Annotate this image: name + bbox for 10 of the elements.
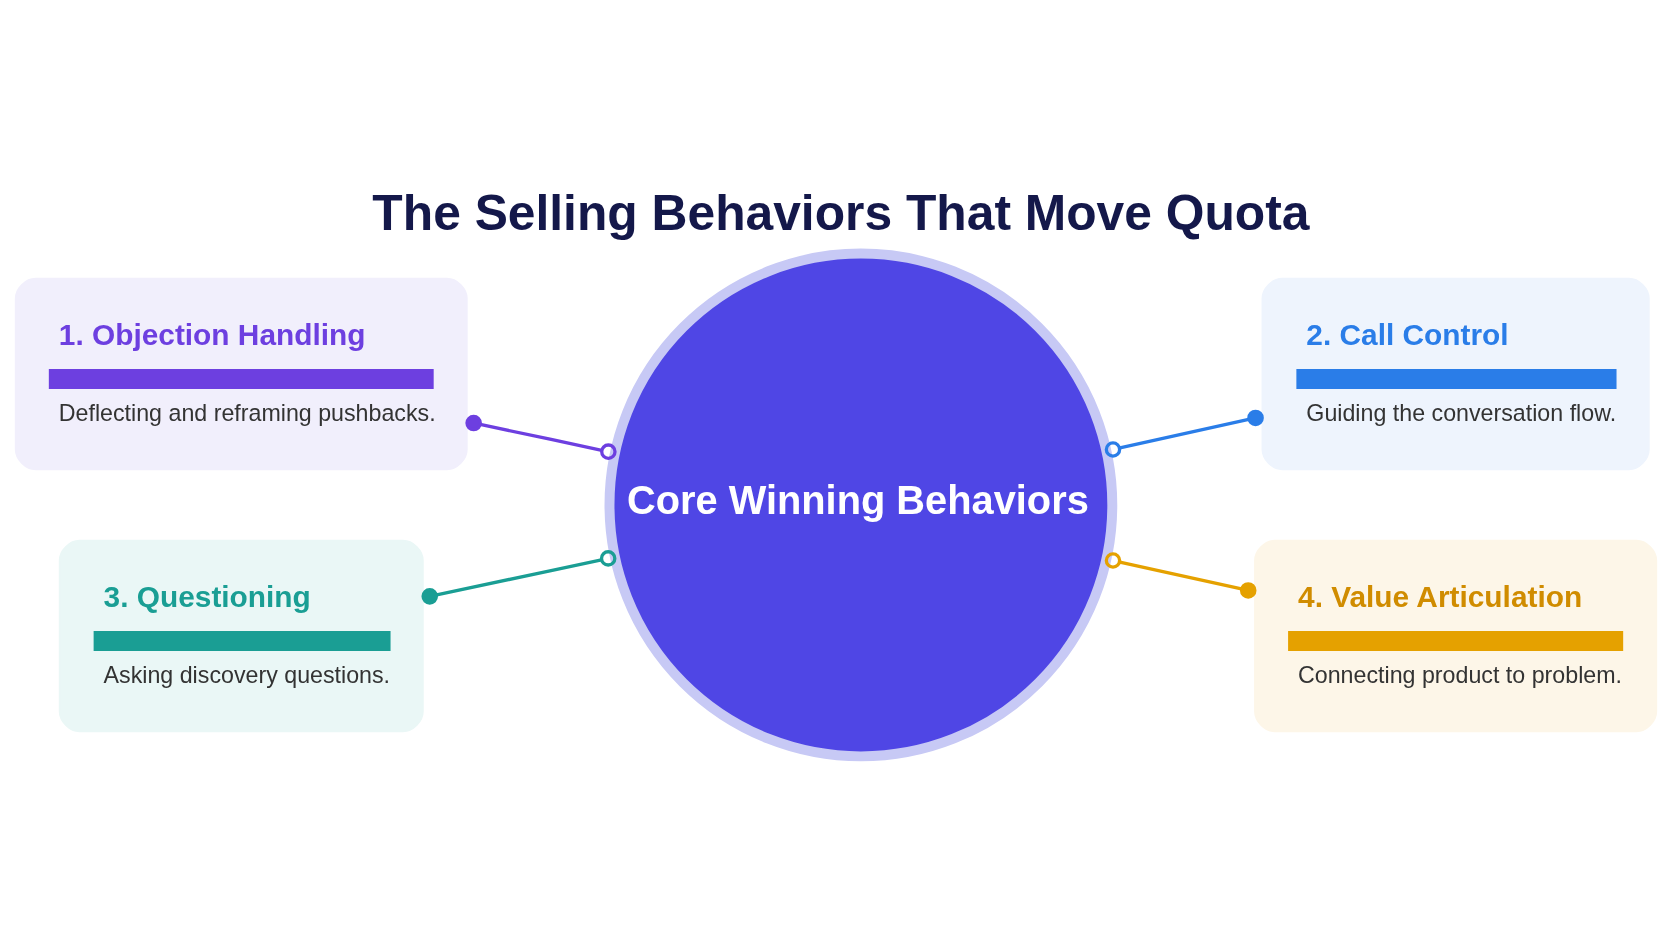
node-box: 1. Objection Handling Deflecting and reframing pushbacks. xyxy=(14,277,468,470)
connector xyxy=(421,549,617,605)
node-box: 3. Questioning Asking discovery questions. xyxy=(58,539,424,732)
connector xyxy=(465,414,617,460)
diagram-title: The Selling Behaviors That Move Quota xyxy=(372,184,1310,241)
node-box: 2. Call Control Guiding the conversation flow. xyxy=(1261,277,1650,470)
connector xyxy=(1104,551,1257,599)
node-box: 4. Value Articulation Connecting product to problem. xyxy=(1254,539,1658,732)
connector xyxy=(1104,409,1264,458)
node-circle: Core Winning Behaviors xyxy=(604,248,1118,761)
